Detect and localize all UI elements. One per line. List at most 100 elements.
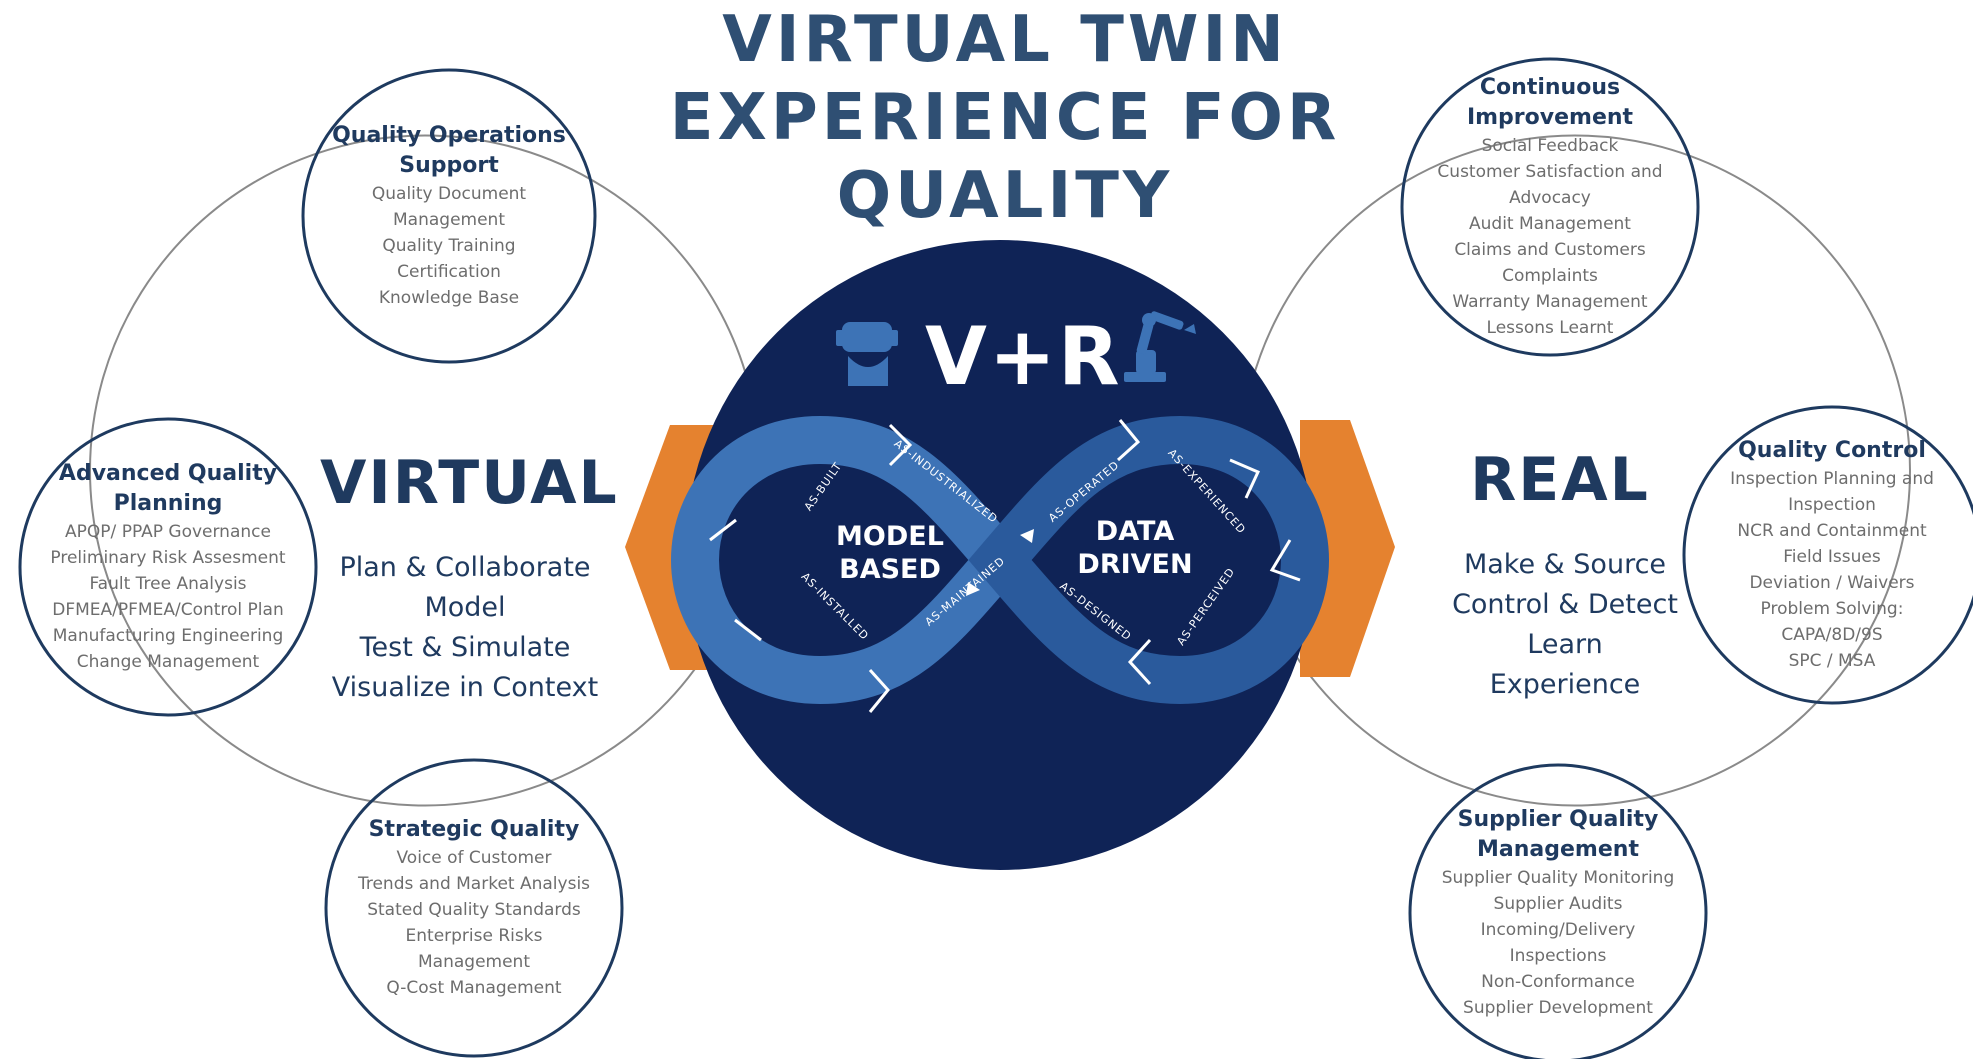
virtual-item-4: Visualize in Context — [331, 672, 599, 703]
bubble-item: Lessons Learnt — [1486, 318, 1614, 338]
title-line-3: QUALITY — [836, 159, 1174, 233]
title-line-2: EXPERIENCE FOR — [669, 81, 1341, 155]
bubble-item: Claims and Customers — [1454, 240, 1646, 260]
bubble-item: Management — [393, 210, 505, 230]
bubble-item: Inspection — [1788, 495, 1876, 515]
bubble-item: Quality Document — [371, 184, 527, 204]
bubble-item: DFMEA/PFMEA/Control Plan — [52, 600, 284, 620]
bubble-item: Manufacturing Engineering — [52, 626, 284, 646]
bubble-item: CAPA/8D/9S — [1781, 625, 1883, 645]
bubble-item: Q-Cost Management — [386, 978, 562, 998]
bubble-title: Management — [1477, 837, 1639, 862]
bubble-item: Non-Conformance — [1481, 972, 1635, 992]
left-connector-arc — [89, 134, 761, 807]
real-heading: REAL — [1470, 445, 1650, 515]
vr-logo: V+R — [925, 310, 1122, 403]
bubble-continuous-improvement: Continuous Improvement Social Feedback C… — [1402, 59, 1698, 355]
bubble-item: Stated Quality Standards — [367, 900, 581, 920]
data-driven-line-2: DRIVEN — [1077, 549, 1193, 580]
bubble-strategic-quality: Strategic Quality Voice of Customer Tren… — [326, 760, 622, 1056]
bubble-ring-advanced — [18, 417, 318, 717]
bubble-title: Planning — [113, 491, 223, 516]
loop-right-lobe — [968, 415, 1330, 705]
title-line-1: VIRTUAL TWIN — [722, 3, 1288, 77]
bubble-item: Supplier Audits — [1493, 894, 1623, 914]
bubble-item: Social Feedback — [1481, 136, 1619, 156]
virtual-list: Plan & Collaborate Model Test & Simulate… — [305, 548, 625, 708]
data-driven-label: DATA DRIVEN — [1065, 515, 1205, 581]
loop-arrow-7 — [734, 618, 762, 642]
bubble-item: SPC / MSA — [1788, 651, 1876, 671]
bubble-title: Support — [399, 153, 499, 178]
bubble-advanced-quality-planning: Advanced Quality Planning APQP/ PPAP Gov… — [20, 419, 316, 715]
bubble-ring-supplier — [1408, 763, 1708, 1059]
bubble-quality-operations-support: Quality Operations Support Quality Docum… — [303, 70, 595, 362]
real-item-1: Make & Source — [1463, 549, 1667, 580]
bubble-item: Trends and Market Analysis — [357, 874, 591, 894]
bubble-title: Strategic Quality — [368, 817, 580, 842]
bubble-item: Inspection Planning and — [1730, 469, 1934, 489]
model-based-line-2: BASED — [839, 554, 941, 585]
bubble-item: NCR and Containment — [1737, 521, 1927, 541]
loop-arrow-8 — [709, 518, 737, 542]
bubble-item: Knowledge Base — [378, 288, 520, 308]
bubble-item: Quality Training — [382, 236, 516, 256]
bubble-item: Problem Solving: — [1760, 599, 1904, 619]
bubble-title: Advanced Quality — [58, 461, 278, 486]
loop-arrow-5 — [1127, 638, 1152, 686]
bubble-title: Supplier Quality — [1457, 807, 1659, 832]
bubble-item: APQP/ PPAP Governance — [65, 522, 271, 542]
bubble-item: Management — [418, 952, 530, 972]
virtual-heading: VIRTUAL — [320, 448, 619, 518]
real-list: Make & Source Control & Detect Learn Exp… — [1405, 545, 1725, 705]
bubble-quality-control: Quality Control Inspection Planning and … — [1684, 407, 1973, 703]
bubble-ring-continuous — [1400, 57, 1700, 357]
bubble-item: Supplier Development — [1463, 998, 1653, 1018]
right-orange-chevron — [1300, 420, 1395, 677]
bubble-ring-quality-control — [1682, 405, 1973, 705]
bubble-item: Inspections — [1509, 946, 1607, 966]
bubble-item: Certification — [397, 262, 501, 282]
real-item-4: Experience — [1489, 669, 1641, 700]
real-item-3: Learn — [1527, 629, 1603, 660]
model-based-label: MODEL BASED — [820, 520, 960, 586]
virtual-item-2: Model — [424, 592, 506, 623]
bubble-item: Complaints — [1502, 266, 1598, 286]
bubble-supplier-quality-management: Supplier Quality Management Supplier Qua… — [1410, 765, 1706, 1061]
loop-cross-arrow-b — [966, 582, 980, 596]
bubble-item: Deviation / Waivers — [1749, 573, 1915, 593]
loop-arrow-2 — [1116, 419, 1141, 462]
bubble-item: Customer Satisfaction and — [1437, 162, 1663, 182]
robot-arm-icon — [1124, 311, 1196, 382]
bubble-title: Continuous — [1479, 75, 1621, 100]
loop-arrow-4 — [1269, 539, 1301, 582]
bubble-item: Field Issues — [1783, 547, 1881, 567]
bubble-title: Quality Control — [1738, 438, 1926, 463]
bubble-title: Quality Operations — [332, 123, 566, 148]
loop-arrow-3 — [1229, 458, 1261, 499]
real-item-2: Control & Detect — [1452, 589, 1678, 620]
bubble-title: Improvement — [1466, 105, 1634, 130]
infinity-loop — [670, 415, 1330, 713]
bubble-item: Warranty Management — [1452, 292, 1648, 312]
bubble-item: Preliminary Risk Assesment — [50, 548, 286, 568]
loop-arrow-6 — [868, 668, 890, 713]
bubble-item: Advocacy — [1509, 188, 1591, 208]
loop-left-lobe — [670, 415, 1032, 705]
virtual-item-3: Test & Simulate — [359, 632, 571, 663]
vr-headset-icon — [836, 322, 898, 386]
bubble-item: Voice of Customer — [396, 848, 552, 868]
bubble-item: Change Management — [76, 652, 260, 672]
bubble-item: Fault Tree Analysis — [89, 574, 247, 594]
loop-cross-arrow-a — [1020, 529, 1034, 543]
bubble-ring-strategic — [324, 758, 624, 1058]
right-connector-arc — [1239, 134, 1911, 807]
bubble-item: Supplier Quality Monitoring — [1441, 868, 1675, 888]
bubble-item: Audit Management — [1469, 214, 1631, 234]
data-driven-line-1: DATA — [1095, 516, 1175, 547]
bubble-item: Incoming/Delivery — [1480, 920, 1636, 940]
bubble-ring-quality-ops — [301, 68, 597, 364]
virtual-item-1: Plan & Collaborate — [339, 552, 591, 583]
